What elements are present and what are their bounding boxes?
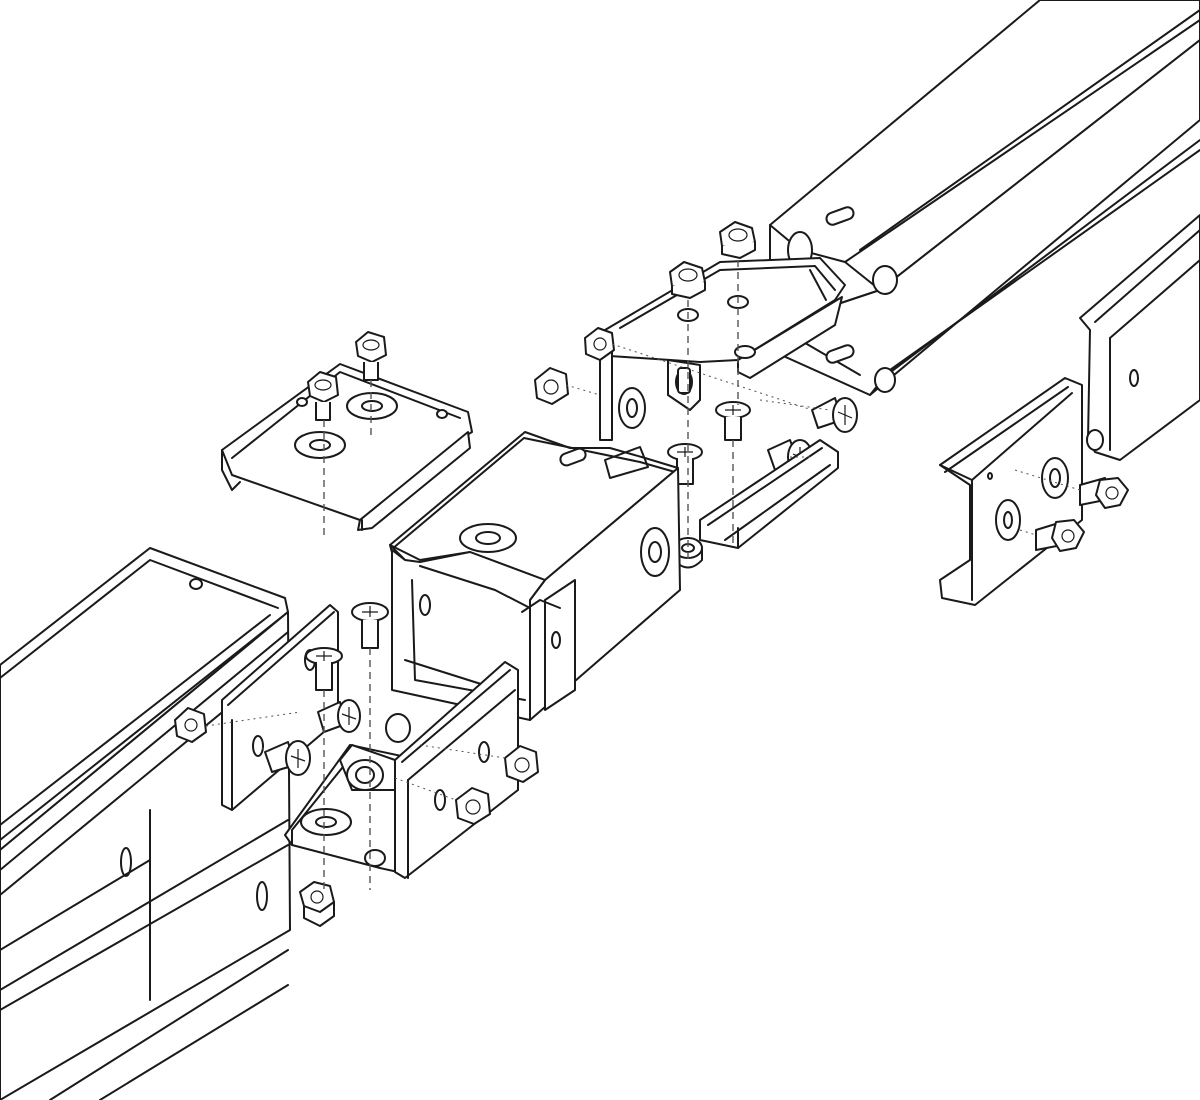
right-mounting-bracket	[939, 377, 1129, 606]
phillips-screw-icon	[667, 443, 703, 485]
phillips-screw-icon	[715, 401, 751, 441]
upper-right-c-rail	[769, 0, 1200, 396]
phillips-screw-icon	[317, 699, 361, 733]
rear-splice-bar	[699, 439, 839, 549]
hex-bolt-icon	[1035, 519, 1085, 552]
slot-icon	[120, 847, 132, 877]
slot-icon	[559, 447, 587, 467]
upper-splice-plate	[599, 257, 846, 441]
slot-icon	[825, 344, 855, 364]
hex-nut-icon	[584, 327, 615, 361]
lower-left-rail	[0, 547, 291, 1100]
right-vertical-rail	[1079, 214, 1200, 461]
rail-end-opening	[874, 367, 896, 393]
phillips-screw-icon	[811, 397, 858, 433]
hex-bolt-icon	[719, 221, 756, 259]
carriage-bolt-icon	[667, 359, 701, 411]
hex-nut-icon	[504, 745, 539, 783]
hex-bolt-icon	[1079, 477, 1129, 509]
front-bracket	[394, 661, 519, 879]
hex-nut-icon	[299, 881, 335, 927]
hex-nut-icon	[534, 367, 569, 405]
hex-bolt-icon	[355, 331, 387, 381]
slot-icon	[825, 206, 855, 226]
hex-nut-icon	[174, 707, 207, 743]
lower-splice-plate	[284, 713, 421, 873]
hex-bolt-icon	[307, 371, 339, 421]
phillips-screw-icon	[305, 647, 343, 691]
rail-end-opening	[872, 265, 898, 295]
left-splice-plate	[221, 363, 473, 531]
phillips-screw-icon	[351, 602, 389, 649]
hex-bolt-icon	[669, 261, 706, 299]
hex-nut-icon	[455, 787, 491, 825]
phillips-screw-icon	[264, 740, 311, 776]
assembly-guide-lines	[205, 260, 1081, 890]
slot-icon	[256, 881, 268, 911]
